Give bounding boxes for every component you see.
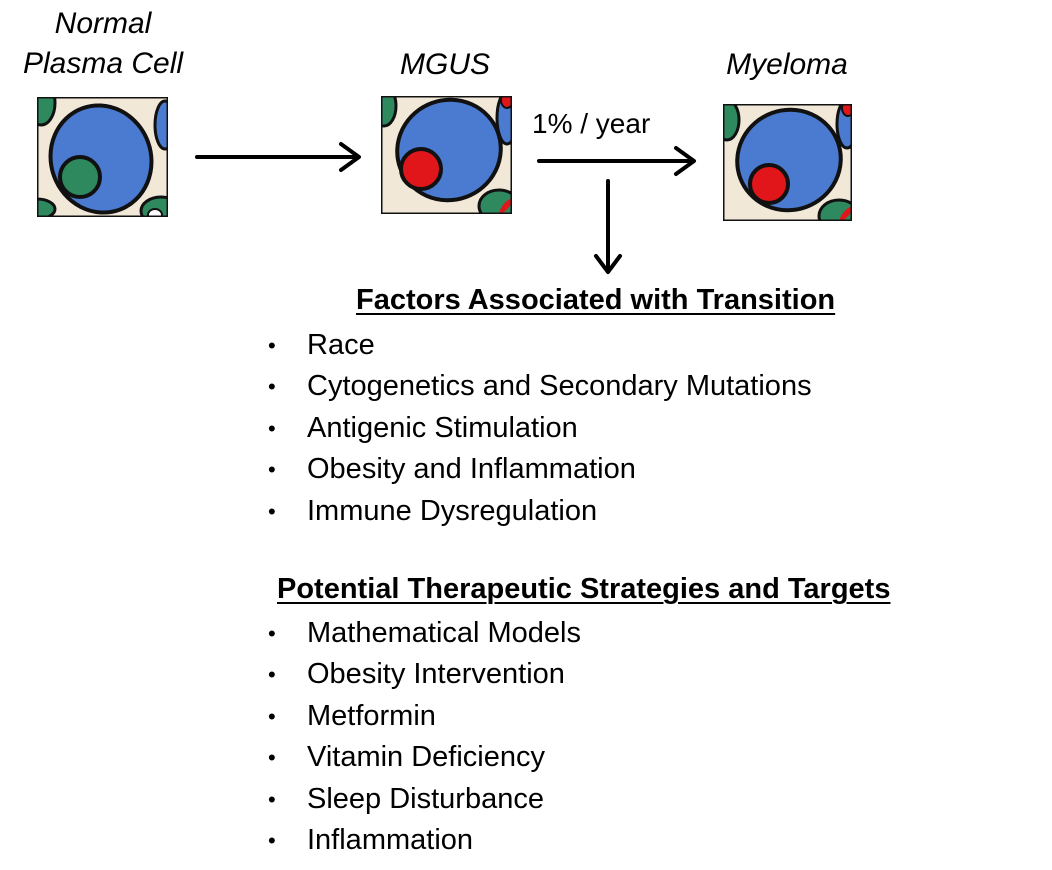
mgus-cell-image	[381, 96, 512, 214]
list-item: Obesity and Inflammation	[263, 449, 812, 491]
list-item: Cytogenetics and Secondary Mutations	[263, 366, 812, 408]
list-item: Metformin	[263, 696, 581, 738]
mgus-to-myeloma-arrow	[537, 146, 696, 176]
strategies-heading: Potential Therapeutic Strategies and Tar…	[277, 573, 891, 605]
list-item: Antigenic Stimulation	[263, 408, 812, 450]
list-item: Vitamin Deficiency	[263, 737, 581, 779]
list-item: Race	[263, 325, 812, 367]
strategies-list: Mathematical Models Obesity Intervention…	[263, 613, 581, 862]
list-item: Sleep Disturbance	[263, 779, 581, 821]
normal-to-mgus-arrow	[195, 142, 361, 172]
myeloma-cell-image	[723, 104, 852, 221]
progression-rate-label: 1% / year	[532, 108, 651, 139]
normal-label-line1: Normal	[54, 7, 152, 40]
list-item: Immune Dysregulation	[263, 491, 812, 533]
factors-list: Race Cytogenetics and Secondary Mutation…	[263, 325, 812, 532]
list-item: Obesity Intervention	[263, 654, 581, 696]
transition-arrows	[195, 142, 696, 274]
myeloma-label: Myeloma	[726, 48, 848, 81]
list-item: Mathematical Models	[263, 613, 581, 655]
list-item: Inflammation	[263, 820, 581, 862]
normal-plasma-cell-image	[37, 97, 168, 217]
factors-heading: Factors Associated with Transition	[356, 284, 836, 316]
mgus-label: MGUS	[400, 48, 490, 81]
normal-label-line2: Plasma Cell	[22, 47, 184, 80]
down-arrow-to-factors	[594, 179, 622, 274]
normal-plasma-cell-label: Normal Plasma Cell	[12, 4, 194, 84]
